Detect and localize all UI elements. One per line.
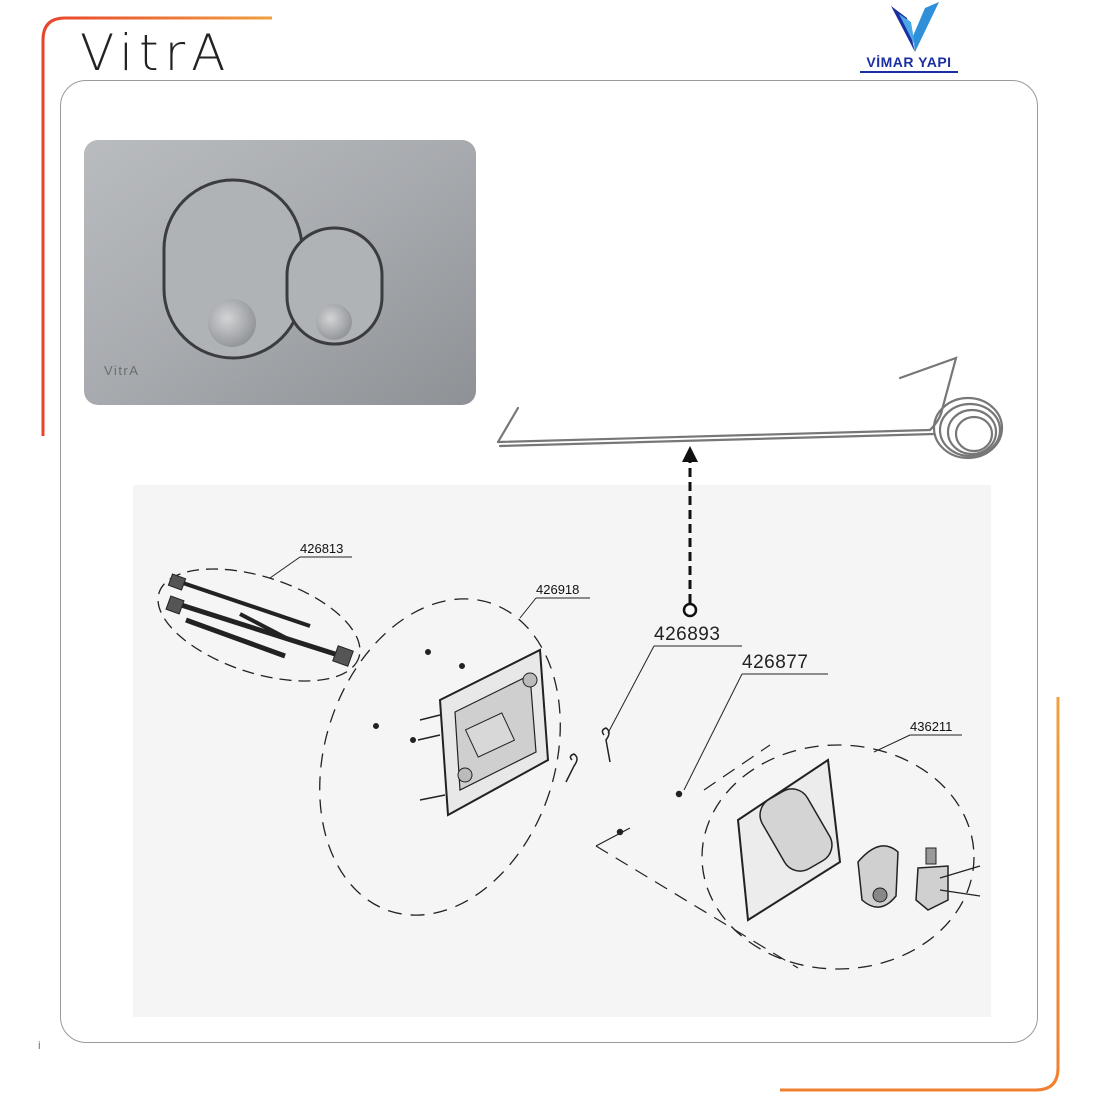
accent-frame-top-left (41, 16, 272, 436)
small-springs (565, 727, 683, 836)
vimar-logo-icon (891, 2, 939, 52)
footer-mark: İ (38, 1041, 41, 1051)
brand-logo-vimar-text: VİMAR YAPI (860, 54, 958, 73)
large-button-dimple (208, 299, 256, 347)
brand-logo-vitra: VitrA (80, 24, 232, 82)
accent-frame-bottom-right (780, 697, 1060, 1092)
button-assembly-group (595, 734, 981, 970)
content-frame (60, 80, 1038, 1043)
part-label-spring-highlight: 426893 (654, 624, 720, 645)
part-label-bolts: 426813 (300, 541, 343, 556)
part-label-button-assembly: 436211 (910, 719, 952, 734)
plate-logo: VitrA (104, 363, 139, 378)
frame-group (319, 597, 590, 916)
small-button-dimple (316, 304, 352, 340)
part-label-frame: 426918 (536, 582, 579, 597)
bolts-group (157, 556, 361, 682)
part-label-pin: 426877 (742, 652, 808, 673)
flush-plate-photo: VitrA (84, 140, 476, 405)
dashed-arrow-up-icon (682, 446, 698, 618)
spring-wire-icon (496, 356, 1004, 460)
small-flush-button (285, 226, 384, 346)
